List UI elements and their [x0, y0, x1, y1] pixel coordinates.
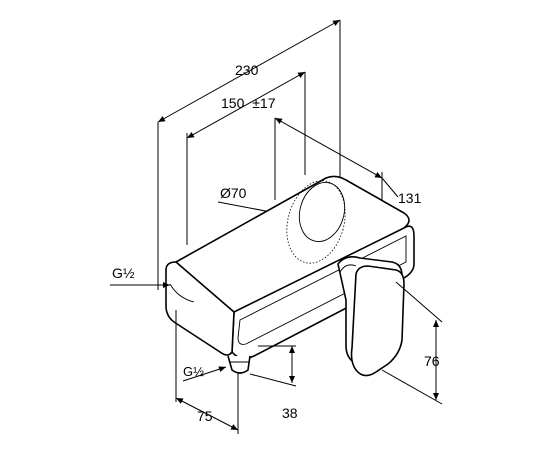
dimension-label-230: 230: [235, 62, 259, 78]
dimension-outlet-height: 38: [249, 345, 298, 421]
dimension-label-38: 38: [282, 405, 298, 421]
dimension-handle-height: 76: [381, 281, 443, 405]
dimension-label-76: 76: [424, 353, 440, 369]
dimension-label-diameter: Ø70: [220, 185, 247, 201]
dimension-outlet-thread: G½: [182, 364, 227, 382]
label-inlet-thread: G½: [112, 265, 135, 281]
dimension-inlet-thread: G½: [110, 265, 170, 288]
hidden-outlet-circle: [286, 180, 346, 264]
dimension-label-150: 150 ±17: [221, 95, 276, 111]
dimension-outlet-offset: 75: [175, 310, 239, 434]
label-outlet-thread: G½: [183, 364, 204, 379]
dimension-value-150: 150: [221, 95, 245, 111]
dimension-label-131: 131: [398, 190, 422, 206]
dimension-label-75: 75: [197, 408, 213, 424]
dimension-tolerance: ±17: [252, 95, 275, 111]
mixer-lever: [337, 256, 405, 377]
